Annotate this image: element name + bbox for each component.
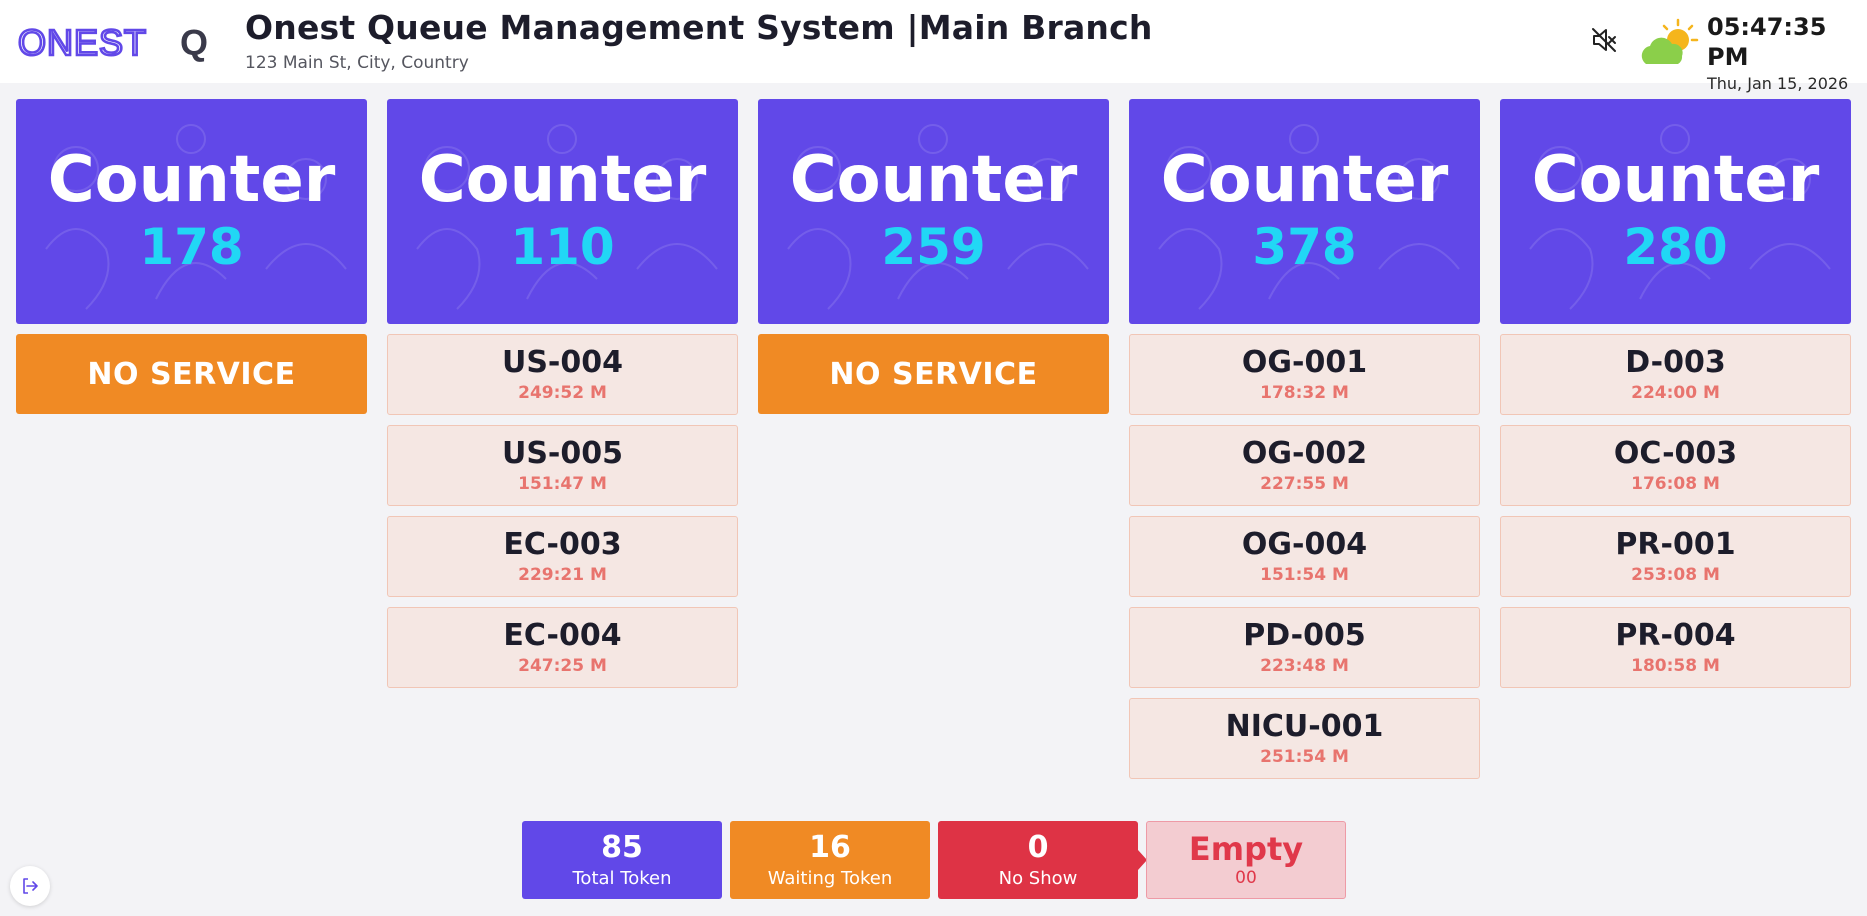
counter-label: Counter [418, 142, 707, 217]
token-wait-time: 151:54 M [1260, 564, 1349, 585]
token-wait-time: 229:21 M [518, 564, 607, 585]
svg-text:ONEST: ONEST [18, 22, 147, 62]
token-code: NICU-001 [1225, 708, 1384, 744]
total-token-label: Total Token [572, 867, 672, 889]
logout-button[interactable] [10, 866, 50, 906]
token-item[interactable]: OG-004 151:54 M [1129, 516, 1480, 597]
background-pattern-icon [1529, 124, 1831, 310]
background-pattern-icon [45, 124, 347, 310]
no-service-banner: NO SERVICE [758, 334, 1109, 414]
token-item[interactable]: PR-001 253:08 M [1500, 516, 1851, 597]
counter-label: Counter [47, 142, 336, 217]
svg-text:Q: Q [180, 22, 208, 62]
background-pattern-icon [416, 124, 718, 310]
app-header: ONEST Q Onest Queue Management System |M… [0, 0, 1867, 93]
no-service-banner: NO SERVICE [16, 334, 367, 414]
token-wait-time: 151:47 M [518, 473, 607, 494]
token-code: EC-004 [503, 617, 622, 653]
counter-column: Counter 110 US-004 249:52 M US-005 151:4… [387, 99, 738, 698]
counter-number: 259 [881, 217, 986, 276]
token-item[interactable]: NICU-001 251:54 M [1129, 698, 1480, 779]
token-wait-time: 180:58 M [1631, 655, 1720, 676]
token-code: EC-003 [503, 526, 622, 562]
token-wait-time: 178:32 M [1260, 382, 1349, 403]
token-item[interactable]: US-005 151:47 M [387, 425, 738, 506]
counter-card: Counter 259 [758, 99, 1109, 324]
token-code: PR-001 [1615, 526, 1736, 562]
token-list: OG-001 178:32 M OG-002 227:55 M OG-004 1… [1129, 334, 1480, 779]
token-list: US-004 249:52 M US-005 151:47 M EC-003 2… [387, 334, 738, 688]
clock: 05:47:35 PM Thu, Jan 15, 2026 [1707, 12, 1867, 95]
token-wait-time: 227:55 M [1260, 473, 1349, 494]
token-item[interactable]: OG-001 178:32 M [1129, 334, 1480, 415]
token-item[interactable]: EC-003 229:21 M [387, 516, 738, 597]
token-item[interactable]: PD-005 223:48 M [1129, 607, 1480, 688]
speaker-muted-icon[interactable] [1590, 26, 1618, 54]
onestq-logo: ONEST Q [18, 22, 218, 62]
page-title: Onest Queue Management System |Main Bran… [245, 8, 1153, 47]
header-title-group: Onest Queue Management System |Main Bran… [245, 8, 1153, 73]
counter-label: Counter [1531, 142, 1820, 217]
counter-column: Counter 280 D-003 224:00 M OC-003 176:08… [1500, 99, 1851, 698]
waiting-token-stat: 16 Waiting Token [730, 821, 930, 899]
counter-card: Counter 110 [387, 99, 738, 324]
logo-wordmark-icon: ONEST Q [18, 22, 208, 62]
clock-time: 05:47:35 PM [1707, 13, 1827, 71]
total-token-stat: 85 Total Token [522, 821, 722, 899]
token-wait-time: 223:48 M [1260, 655, 1349, 676]
token-code: OC-003 [1613, 435, 1738, 471]
counter-card: Counter 178 [16, 99, 367, 324]
counter-label: Counter [1160, 142, 1449, 217]
token-wait-time: 251:54 M [1260, 746, 1349, 767]
token-wait-time: 247:25 M [518, 655, 607, 676]
empty-count: 00 [1235, 867, 1257, 888]
token-wait-time: 176:08 M [1631, 473, 1720, 494]
token-item[interactable]: EC-004 247:25 M [387, 607, 738, 688]
token-code: US-005 [501, 435, 624, 471]
token-code: OG-004 [1241, 526, 1368, 562]
no-show-label: No Show [998, 867, 1078, 889]
no-show-list-panel: Empty 00 [1146, 821, 1346, 899]
empty-status-text: Empty [1188, 829, 1304, 868]
counter-number: 280 [1623, 217, 1728, 276]
total-token-value: 85 [601, 829, 643, 865]
counter-column: Counter 259 NO SERVICE [758, 99, 1109, 414]
counter-card: Counter 280 [1500, 99, 1851, 324]
branch-address: 123 Main St, City, Country [245, 53, 469, 73]
counter-number: 178 [139, 217, 244, 276]
token-wait-time: 224:00 M [1631, 382, 1720, 403]
counter-column: Counter 178 NO SERVICE [16, 99, 367, 414]
counter-card: Counter 378 [1129, 99, 1480, 324]
token-item[interactable]: D-003 224:00 M [1500, 334, 1851, 415]
partly-sunny-icon [1641, 18, 1699, 64]
counter-number: 378 [1252, 217, 1357, 276]
waiting-token-value: 16 [809, 829, 851, 865]
counter-number: 110 [510, 217, 615, 276]
token-item[interactable]: OG-002 227:55 M [1129, 425, 1480, 506]
token-code: D-003 [1625, 344, 1726, 380]
no-show-value: 0 [1027, 829, 1049, 865]
token-item[interactable]: OC-003 176:08 M [1500, 425, 1851, 506]
counter-label: Counter [789, 142, 1078, 217]
token-wait-time: 253:08 M [1631, 564, 1720, 585]
logout-icon [23, 878, 38, 894]
token-code: US-004 [501, 344, 624, 380]
counter-column: Counter 378 OG-001 178:32 M OG-002 227:5… [1129, 99, 1480, 789]
waiting-token-label: Waiting Token [767, 867, 893, 889]
token-wait-time: 249:52 M [518, 382, 607, 403]
token-item[interactable]: PR-004 180:58 M [1500, 607, 1851, 688]
token-code: OG-001 [1241, 344, 1368, 380]
clock-date: Thu, Jan 15, 2026 [1707, 74, 1849, 93]
background-pattern-icon [787, 124, 1089, 310]
token-list: D-003 224:00 M OC-003 176:08 M PR-001 25… [1500, 334, 1851, 688]
token-item[interactable]: US-004 249:52 M [387, 334, 738, 415]
token-code: PD-005 [1243, 617, 1366, 653]
background-pattern-icon [1158, 124, 1460, 310]
no-show-stat[interactable]: 0 No Show [938, 821, 1147, 899]
token-code: PR-004 [1615, 617, 1736, 653]
token-code: OG-002 [1241, 435, 1368, 471]
